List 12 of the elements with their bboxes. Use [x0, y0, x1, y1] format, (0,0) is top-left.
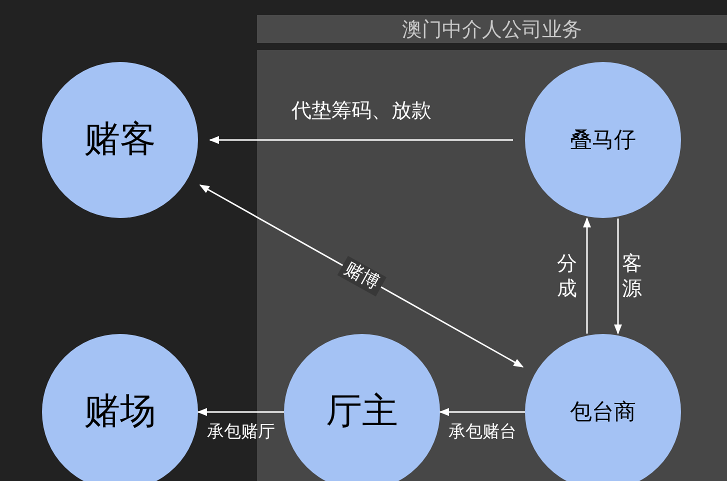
- arrow: [614, 218, 622, 334]
- edge-label: 代垫筹码、放款: [290, 98, 432, 122]
- edge-label: 承包赌台: [448, 422, 518, 442]
- edge-label: 承包赌厅: [206, 422, 276, 442]
- arrow: [197, 408, 284, 416]
- panel-title-bar: 澳门中介人公司业务: [257, 15, 727, 43]
- arrow: [209, 136, 513, 144]
- edge-label: 分成: [556, 251, 578, 301]
- arrow: [439, 408, 525, 416]
- edge-label: 客源: [621, 251, 643, 301]
- arrow: [199, 184, 524, 368]
- arrow: [583, 217, 591, 334]
